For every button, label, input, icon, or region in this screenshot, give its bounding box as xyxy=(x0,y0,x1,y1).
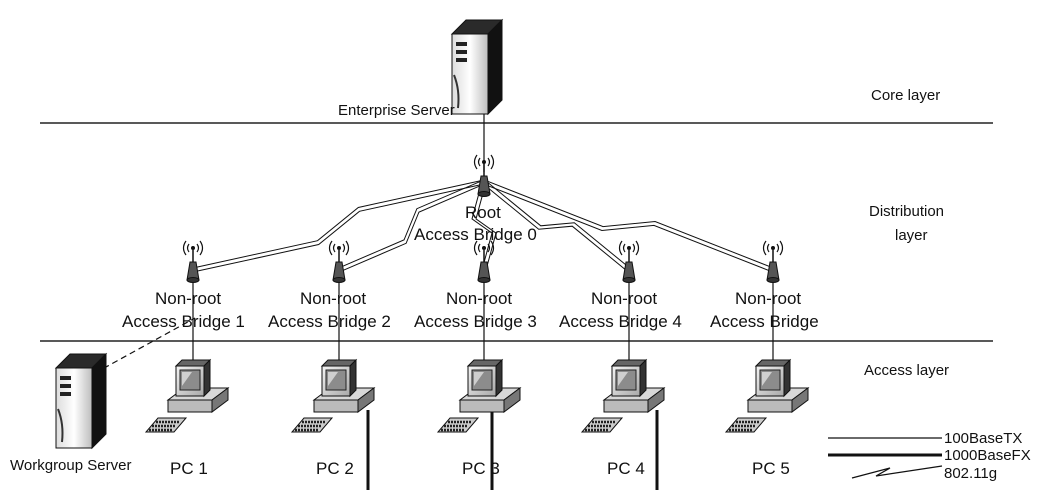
bridge-3-label-line1: Non-root xyxy=(446,289,512,308)
bridge-3-label-line2: Access Bridge 3 xyxy=(414,312,537,331)
bridge-1-label-line2: Access Bridge 1 xyxy=(122,312,245,331)
wireless-link-1 xyxy=(193,183,485,273)
bridge-2-label-line1: Non-root xyxy=(300,289,366,308)
legend-label-1000basefx: 1000BaseFX xyxy=(944,447,1031,464)
workgroup-server xyxy=(55,353,107,449)
bridge-5-label-line1: Non-root xyxy=(735,289,801,308)
antenna-icon xyxy=(762,240,784,284)
wireless-link-4 xyxy=(484,179,631,269)
root-bridge-label-line2: Access Bridge 0 xyxy=(414,225,537,244)
bridge-1-label-line1: Non-root xyxy=(155,289,221,308)
antenna-icon xyxy=(473,240,495,284)
pc-1-label: PC 1 xyxy=(170,459,208,478)
wireless-link-3 xyxy=(475,181,497,271)
pc-icon xyxy=(290,358,376,434)
bridge-5 xyxy=(762,240,784,284)
antenna-icon xyxy=(328,240,350,284)
fiber-links xyxy=(366,410,659,490)
pc-3 xyxy=(436,358,522,434)
pc-4 xyxy=(580,358,666,434)
bridge-1 xyxy=(182,240,204,284)
pc-icon xyxy=(724,358,810,434)
bridge-3 xyxy=(473,240,495,284)
pc-2-label: PC 2 xyxy=(316,459,354,478)
bridge-pc-links xyxy=(192,282,774,372)
antenna-icon xyxy=(182,240,204,284)
pc-5-label: PC 5 xyxy=(752,459,790,478)
bridge-4-label-line1: Non-root xyxy=(591,289,657,308)
distribution-layer-label-line1: Distribution xyxy=(869,203,944,220)
pc-1 xyxy=(144,358,230,434)
legend-label-100basetx: 100BaseTX xyxy=(944,430,1022,447)
wireless-link-2 xyxy=(339,183,486,273)
pc-3-label: PC 3 xyxy=(462,459,500,478)
enterprise-server xyxy=(451,19,503,115)
pc-4-label: PC 4 xyxy=(607,459,645,478)
workgroup-server-label: Workgroup Server xyxy=(10,457,131,474)
legend-label-802-11g: 802.11g xyxy=(944,465,997,482)
root-bridge-label-line1: Root xyxy=(465,203,501,222)
pc-2 xyxy=(290,358,376,434)
wireless-link-5 xyxy=(483,183,773,273)
wireless-link-5 xyxy=(484,179,774,269)
wireless-link-1 xyxy=(192,179,484,269)
legend-802-11g-line xyxy=(851,465,943,479)
wireless-link-2 xyxy=(337,179,484,269)
pc-icon xyxy=(144,358,230,434)
bridge-4-label-line2: Access Bridge 4 xyxy=(559,312,682,331)
core-layer-label: Core layer xyxy=(871,87,940,104)
bridge-2 xyxy=(328,240,350,284)
non-root-bridges xyxy=(182,240,784,284)
bridge-5-label-line2: Access Bridge xyxy=(710,312,819,331)
wireless-links xyxy=(192,179,774,273)
server-icon xyxy=(55,353,107,449)
pc-icon xyxy=(436,358,522,434)
access-layer-label: Access layer xyxy=(864,362,949,379)
legend: 100BaseTX 1000BaseFX 802.11g xyxy=(828,430,1031,482)
wireless-link-4 xyxy=(482,183,629,273)
server-icon xyxy=(451,19,503,115)
bridge-2-label-line2: Access Bridge 2 xyxy=(268,312,391,331)
pc-icon xyxy=(580,358,666,434)
enterprise-server-label: Enterprise Server xyxy=(338,102,455,119)
distribution-layer-label-line2: layer xyxy=(895,227,928,244)
pc-5 xyxy=(724,358,810,434)
wireless-link-3 xyxy=(471,181,493,271)
